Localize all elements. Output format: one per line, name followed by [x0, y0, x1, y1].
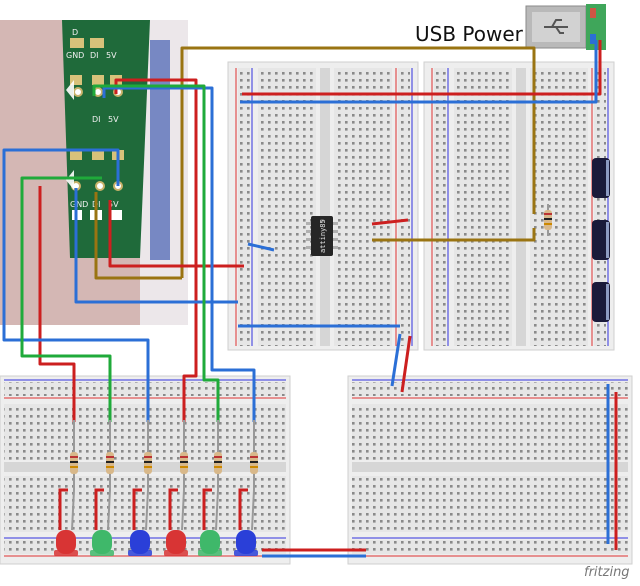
wires	[2, 40, 618, 558]
wire-blue-bridge	[390, 333, 402, 387]
led-red-4	[164, 488, 188, 556]
wire-red-chip-jumper	[371, 218, 409, 226]
wire-green-strip-led2	[20, 176, 112, 422]
pad-label-5v: 5V	[106, 51, 117, 60]
resistor-5	[214, 420, 222, 490]
resistor-2	[106, 420, 114, 490]
wire-blue-chip	[247, 242, 275, 252]
wire-blue-strip-led6	[102, 86, 256, 422]
usb-icon	[544, 19, 568, 34]
breadboard-top-right	[423, 61, 615, 351]
led-green-2	[90, 488, 114, 556]
led-red-1	[54, 488, 78, 556]
capacitor-2	[592, 220, 610, 260]
capacitor-3	[592, 282, 610, 322]
wire-red-bridge	[400, 335, 412, 393]
wire-red-power-rail	[242, 40, 602, 96]
resistor-6	[250, 420, 258, 490]
usb-power-label: USB Power	[415, 22, 523, 46]
pad-label-gnd: GND	[66, 51, 84, 60]
wire-blue-strip-bottom	[74, 188, 238, 304]
fritzing-brand: fritzing	[584, 565, 630, 580]
breadboard-top-left	[227, 61, 419, 351]
led-blue-6	[234, 488, 258, 556]
wire-green-strip-led5	[92, 84, 220, 422]
led-strip-photo: D GND DI 5V DI 5V GND DI 5V	[0, 20, 188, 325]
resistor-1	[70, 420, 78, 490]
wire-brown-usb	[180, 46, 536, 278]
resistor-4	[180, 420, 188, 490]
led-resistors	[70, 420, 258, 490]
usb-connector	[525, 4, 606, 50]
attiny85-chip: attiny85	[306, 216, 338, 256]
resistor-3	[144, 420, 152, 490]
pad-label-5v-2: 5V	[108, 115, 119, 124]
capacitor-1	[592, 158, 610, 198]
wire-blue-ground-rail	[240, 40, 598, 104]
wire-blue-strip-gnd	[2, 148, 150, 422]
wire-brown-chip	[372, 228, 536, 242]
pad-label-gnd-2: GND	[70, 200, 88, 209]
pad-label-d: D	[72, 28, 78, 37]
pad-label-5v-3: 5V	[108, 200, 119, 209]
breadboard-bottom-right	[347, 375, 633, 565]
pad-label-di: DI	[90, 51, 99, 60]
wire-red-strip-top	[114, 78, 198, 422]
capacitors	[592, 158, 610, 322]
wire-red-led1	[38, 186, 76, 422]
resistor-top-right	[544, 204, 552, 236]
wire-red-strip-5v	[108, 200, 244, 268]
pad-label-di-2: DI	[92, 115, 101, 124]
chip-label: attiny85	[319, 219, 327, 253]
leds	[54, 488, 258, 556]
led-green-5	[198, 488, 222, 556]
wire-brown-strip	[94, 192, 182, 280]
led-blue-3	[128, 488, 152, 556]
